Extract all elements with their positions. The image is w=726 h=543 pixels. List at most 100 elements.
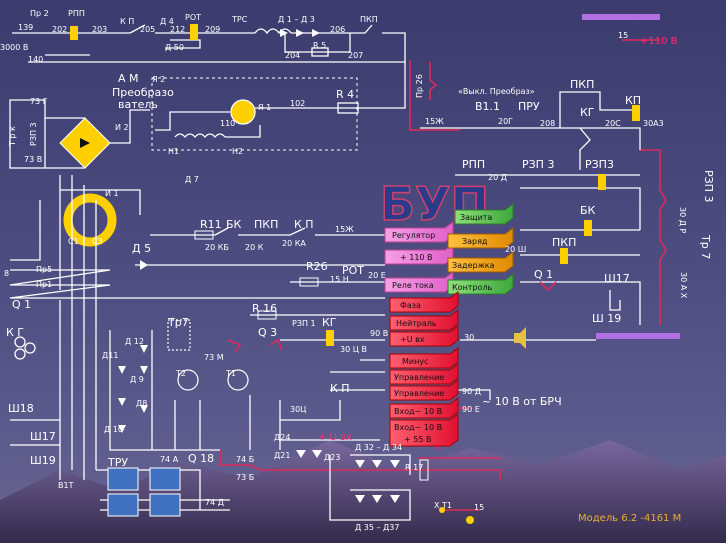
- r17-resistor: [419, 459, 429, 481]
- label-tr7-left: Тр7: [167, 316, 189, 329]
- kg-symbol-left: [14, 336, 36, 360]
- label-preobraz: Преобразо: [112, 86, 174, 99]
- label-r4: R 4: [336, 88, 354, 101]
- label-n2: Н2: [232, 147, 243, 156]
- label-r26: R26: [306, 260, 328, 273]
- label-20k: 20 К: [245, 243, 264, 252]
- label-t1: Т1: [225, 369, 236, 378]
- label-xt1: Х Т1: [434, 501, 452, 510]
- bottom-purple-bar: [596, 333, 680, 339]
- label-30dr: 30 Д Р: [678, 207, 687, 234]
- label-q1-left: Q 1: [12, 298, 31, 311]
- r26-resistor: [299, 277, 319, 287]
- speaker-icon[interactable]: [514, 327, 526, 349]
- label-73b2: 73 Б: [236, 473, 254, 482]
- label-pr26: Пр 26: [415, 74, 424, 98]
- tru-transformer: [107, 467, 181, 517]
- label-sh17-right: Ш17: [604, 272, 630, 285]
- label-206: 206: [330, 25, 345, 34]
- label-rot-top: РОТ: [185, 13, 201, 22]
- label-rot-mid: РОТ: [342, 264, 364, 277]
- block-uprav1: Управление: [394, 373, 444, 382]
- block-rele: Реле тока: [392, 281, 434, 290]
- pr2-fuse: [70, 26, 78, 40]
- pkp-coil-bottom: [560, 248, 568, 264]
- label-d12: Д 12: [125, 337, 144, 346]
- label-d21: Д21: [274, 451, 290, 460]
- block-kontrol: Контроль: [452, 283, 493, 292]
- label-sh17-left: Ш17: [30, 430, 56, 443]
- block-zashita: Защита: [460, 213, 492, 222]
- kp-coil-right: [632, 105, 640, 121]
- label-s1: С1: [68, 237, 79, 246]
- label-209: 209: [205, 25, 220, 34]
- diode-row-bottom: [296, 450, 400, 503]
- label-i1: И 1: [105, 189, 119, 198]
- label-rzp3-far: РЗП 3: [702, 170, 715, 202]
- label-tr7: Тр 7: [699, 234, 712, 259]
- label-15-bottom: 15: [474, 503, 484, 512]
- terminal-15: [466, 516, 474, 524]
- label-kp-top: К П: [120, 17, 134, 26]
- d1d3-diodes: [280, 29, 320, 37]
- label-73m: 73 М: [204, 353, 224, 362]
- label-30ts: 30Ц: [290, 405, 306, 414]
- label-pkp-bottom: ПКП: [552, 236, 576, 249]
- label-am: А М: [118, 72, 139, 85]
- red-blocks: [389, 291, 459, 447]
- rzp3-coil-right: [598, 174, 606, 190]
- label-q1-right: Q 1: [534, 268, 553, 281]
- block-vh10a: Вход~ 10 В: [394, 407, 442, 416]
- label-20d: 20 Д: [488, 173, 507, 182]
- green-orange-blocks: [447, 203, 514, 295]
- label-d8: Д8: [136, 399, 147, 408]
- label-d4: Д 4: [160, 17, 174, 26]
- label-r17: R 17: [405, 463, 423, 472]
- label-15n: 15 Н: [330, 275, 349, 284]
- label-rpp-top: РПП: [68, 9, 85, 18]
- label-r5: R 5: [313, 41, 326, 50]
- label-74a: 74 А: [160, 455, 179, 464]
- label-d5: Д 5: [132, 242, 151, 255]
- label-n1: Н1: [168, 147, 179, 156]
- block-zaryad: Заряд: [462, 237, 488, 246]
- label-d11: Д11: [102, 351, 118, 360]
- current-transformer: [63, 193, 117, 247]
- block-uvh: +U вх: [400, 335, 425, 344]
- label-pkp-top: ПКП: [360, 15, 378, 24]
- label-sh19-left: Ш19: [30, 454, 56, 467]
- label-90d: 90 Д: [462, 387, 481, 396]
- label-r11: R11: [200, 218, 222, 231]
- block-faza: Фаза: [400, 301, 421, 310]
- block-zaderzhka: Задержка: [452, 261, 495, 270]
- label-15zh: 15Ж: [425, 117, 444, 126]
- label-bk: БК: [226, 218, 242, 231]
- label-203: 203: [92, 25, 107, 34]
- plus110-bar: [582, 14, 660, 20]
- label-trs: ТРС: [231, 15, 248, 24]
- label-bk-right: БК: [580, 204, 596, 217]
- diode-column-left: [118, 345, 148, 433]
- label-rzp1: РЗП 1: [292, 319, 316, 328]
- label-d24: Д24: [274, 433, 290, 442]
- label-d7: Д 7: [185, 175, 199, 184]
- pink-blocks: [384, 221, 454, 293]
- label-t2: Т2: [175, 369, 186, 378]
- label-102: 102: [290, 99, 305, 108]
- motor-ya1: [230, 99, 256, 125]
- label-v1t: В1Т: [58, 481, 74, 490]
- label-r16: R 16: [252, 302, 277, 315]
- label-d1d3: Д 1 – Д 3: [278, 15, 315, 24]
- label-vatel: ватель: [118, 98, 158, 111]
- r16-resistor: [257, 310, 277, 320]
- label-tru: ТРУ: [107, 456, 128, 469]
- block-minus: Минус: [402, 357, 428, 366]
- xt1-terminal: [439, 507, 445, 513]
- label-d9: Д 9: [130, 375, 144, 384]
- label-pru: ПРУ: [518, 100, 540, 113]
- label-kg-mid: КГ: [322, 316, 337, 329]
- label-ya2: Я 2: [152, 75, 165, 84]
- label-s3: С3: [92, 237, 103, 246]
- rectifier-bridge: [59, 117, 111, 169]
